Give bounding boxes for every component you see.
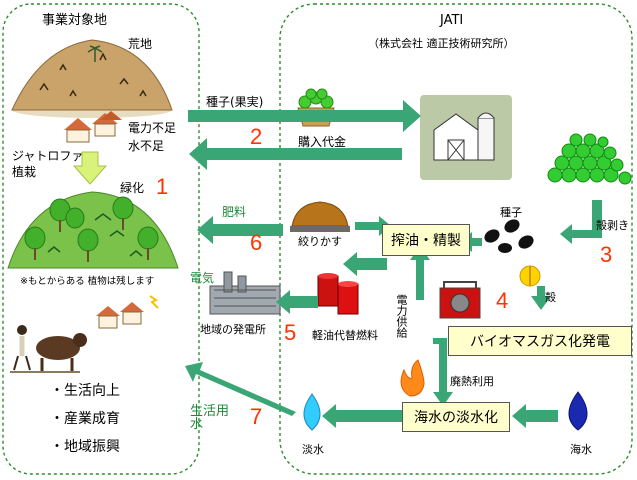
power-shortage-label: 電力不足 — [128, 121, 177, 135]
jati-facility-icon — [420, 95, 512, 180]
seawater-drop-icon — [568, 391, 588, 431]
seed-pile-icon — [547, 133, 632, 185]
light-oil-fuel-label: 軽油代替燃料 — [312, 329, 378, 342]
shelling-label: 殻剥き — [596, 219, 629, 232]
village-houses — [64, 111, 122, 143]
biomass-power-label: バイオマスガス化発電 — [470, 334, 610, 350]
wasteland-hill — [11, 39, 173, 118]
fresh-water-drop-icon — [303, 393, 321, 431]
shell-label: 殻 — [545, 291, 556, 304]
power-supply-label: 電力供給 — [395, 294, 408, 338]
company-name: JATI — [440, 13, 464, 28]
benefit-industry: ・産業成育 — [50, 411, 120, 427]
preservation-note: ※もとからある 植物は残します — [20, 276, 155, 287]
company-full-name: （株式会社 適正技術研究所） — [368, 37, 515, 50]
generator-icon — [439, 281, 481, 319]
farmer-ox-illustration — [10, 325, 87, 373]
wasteland-label: 荒地 — [128, 37, 153, 51]
seeds-fruit-label: 種子(果実) — [206, 95, 264, 109]
shell-icon — [519, 265, 541, 287]
benefit-region: ・地域振興 — [50, 439, 120, 455]
greened-hill — [7, 191, 179, 269]
jatropha-label: ジャトロファ — [12, 149, 84, 163]
flow-arrows — [185, 100, 602, 428]
waste-heat-label: 廃熱利用 — [450, 375, 494, 388]
seawater-label: 海水 — [570, 443, 592, 456]
press-refine-box: 搾油・精製 — [382, 224, 470, 256]
lit-houses — [96, 295, 159, 329]
step-4: 4 — [496, 288, 509, 313]
desalination-label: 海水の淡水化 — [414, 410, 498, 426]
power-plant-icon — [209, 271, 281, 315]
site-panel — [2, 3, 200, 475]
local-power-plant-label: 地域の発電所 — [200, 323, 266, 336]
site-title: 事業対象地 — [42, 13, 108, 28]
press-refine-label: 搾油・精製 — [391, 233, 461, 249]
flame-icon — [400, 359, 425, 397]
step-6: 6 — [250, 230, 263, 255]
water-shortage-label: 水不足 — [128, 139, 165, 153]
step-1: 1 — [156, 174, 169, 199]
electricity-label: 電気 — [190, 271, 215, 285]
greening-label: 緑化 — [120, 181, 145, 195]
benefit-life: ・生活向上 — [50, 383, 120, 399]
desalination-box: 海水の淡水化 — [402, 402, 510, 432]
step-7: 7 — [250, 404, 263, 429]
black-seeds-icon — [484, 219, 534, 253]
step-5: 5 — [284, 320, 297, 345]
step-2: 2 — [250, 124, 263, 149]
press-cake-icon — [290, 201, 350, 232]
planting-arrow — [72, 151, 108, 185]
press-cake-label: 絞りかす — [298, 235, 342, 248]
fertilizer-label: 肥料 — [222, 205, 247, 219]
planting-label: 植栽 — [12, 165, 37, 179]
step-3: 3 — [600, 242, 613, 267]
seeds-label: 種子 — [500, 206, 522, 219]
fuel-drums-icon — [317, 273, 359, 315]
living-water-label: 生活用水 — [190, 404, 230, 432]
biomass-power-box: バイオマスガス化発電 — [448, 326, 632, 356]
fresh-water-label: 淡水 — [302, 443, 324, 456]
purchase-money-label: 購入代金 — [298, 135, 347, 149]
